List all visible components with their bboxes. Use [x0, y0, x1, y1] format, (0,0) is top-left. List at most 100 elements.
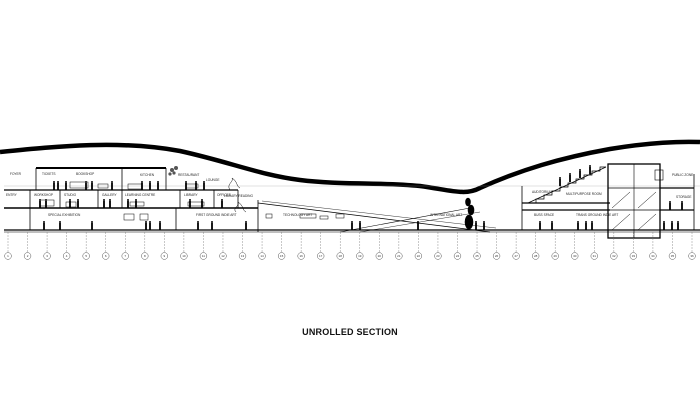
partitions — [29, 168, 695, 232]
grid-axis-number: 34 — [651, 254, 655, 258]
furniture-piece — [265, 213, 273, 219]
label-learning-centre: LEARNING CENTRE — [125, 193, 155, 197]
person-body — [203, 183, 205, 190]
label-buss-space: BUSS SPACE — [534, 213, 554, 217]
person-body — [103, 201, 105, 208]
person-head — [145, 221, 147, 223]
person-head — [185, 181, 187, 183]
person-head — [475, 221, 477, 223]
grid-axis-number: 26 — [495, 254, 499, 258]
person-body — [53, 183, 55, 190]
grid-axis-bubble — [199, 252, 208, 260]
person-body — [579, 171, 581, 178]
person-body — [43, 223, 45, 230]
grid-axis-bubble — [688, 252, 696, 260]
person-body — [145, 223, 147, 230]
grid-axis-number: 33 — [632, 254, 636, 258]
stair-tower — [607, 163, 664, 239]
person-body — [77, 201, 79, 208]
grid-axis-number: 17 — [319, 254, 323, 258]
grid-axis-bubble — [453, 252, 462, 260]
grid-axis-number: 23 — [436, 254, 440, 258]
person-head — [189, 199, 191, 201]
person-body — [359, 223, 361, 230]
label-offices: OFFICES — [217, 193, 231, 197]
person-body — [91, 223, 93, 230]
person-head — [149, 221, 151, 223]
grid-axis-number: 18 — [339, 254, 343, 258]
grid-axis-number: 9 — [164, 254, 166, 258]
drawing-title: UNROLLED SECTION — [302, 327, 398, 337]
furniture-piece — [65, 201, 77, 208]
grid-axis-number: 21 — [397, 254, 401, 258]
person-body — [585, 223, 587, 230]
auditorium-steps — [527, 166, 607, 204]
label-gallery: GALLERY — [102, 193, 118, 197]
person-body — [69, 201, 71, 208]
grid-axis-bubble — [414, 252, 423, 260]
label-trans-ground-indie-art: TRANS GROUND INDIE ART — [576, 213, 618, 217]
person-body — [671, 223, 673, 230]
person-body — [245, 223, 247, 230]
grid-axis-number: 20 — [378, 254, 382, 258]
person-body — [135, 201, 137, 208]
person-head — [663, 221, 665, 223]
person-head — [103, 199, 105, 201]
grid-axis-bubble — [532, 252, 540, 260]
person-head — [57, 181, 59, 183]
grid-axis-number: 11 — [202, 254, 205, 258]
person-body — [59, 223, 61, 230]
grid-axis-bubble — [317, 252, 325, 260]
label-restaurant: RESTAURANT — [178, 173, 199, 177]
furniture-piece — [129, 201, 145, 207]
person-head — [127, 199, 129, 201]
grid-axis-number: 31 — [593, 254, 597, 258]
person-head — [109, 199, 111, 201]
grid-axis-number: 19 — [358, 254, 362, 258]
label-library-reading: LIBRARY READING — [224, 194, 253, 198]
person-body — [669, 203, 671, 210]
label-library: LIBRARY — [184, 193, 198, 197]
person-head — [91, 221, 93, 223]
grid-axis-number: 10 — [182, 254, 186, 258]
label-special-exhibition: SPECIAL EXHIBITION — [48, 213, 81, 217]
person-body — [351, 223, 353, 230]
grid-axis-number: 32 — [612, 254, 616, 258]
person-head — [159, 221, 161, 223]
grid-axis-bubble — [238, 252, 247, 260]
label-public-zone: PUBLIC ZONE — [672, 173, 693, 177]
grid-axis-bubble — [512, 252, 520, 260]
person-head — [681, 201, 683, 203]
person-head — [483, 221, 485, 223]
person-head — [141, 181, 143, 183]
grid-axis-number: 3 — [46, 254, 48, 258]
person-head — [559, 177, 561, 179]
person-head — [211, 221, 213, 223]
person-body — [559, 179, 561, 186]
grid-axis-number: 27 — [514, 254, 518, 258]
person-head — [417, 221, 419, 223]
grid-axis-number: 8 — [144, 254, 146, 258]
person-body — [195, 183, 197, 190]
person-body — [149, 223, 151, 230]
grid-axis-bubble — [590, 252, 598, 260]
grid-axis-bubble — [4, 252, 12, 260]
grid-axis-bubble — [375, 252, 383, 260]
grid-axis-bubble — [219, 252, 227, 260]
grid-axis-number: 29 — [554, 254, 558, 258]
person-body — [211, 223, 213, 230]
label-tickets: TICKETS — [42, 172, 55, 176]
person-head — [111, 181, 113, 183]
person-body — [475, 223, 477, 230]
label-storage: STORAGE — [676, 195, 692, 199]
person-body — [127, 201, 129, 208]
grid-axis-number: 6 — [105, 254, 107, 258]
grid-axis-bubble — [610, 252, 618, 260]
label-studio: STUDIO — [64, 193, 77, 197]
grid-axis-bubble — [277, 252, 286, 260]
sculpture — [464, 197, 475, 230]
person-head — [201, 199, 203, 201]
room-labels: FOYER TICKETS BOOKSHOP KITCHEN RESTAURAN… — [6, 172, 693, 217]
